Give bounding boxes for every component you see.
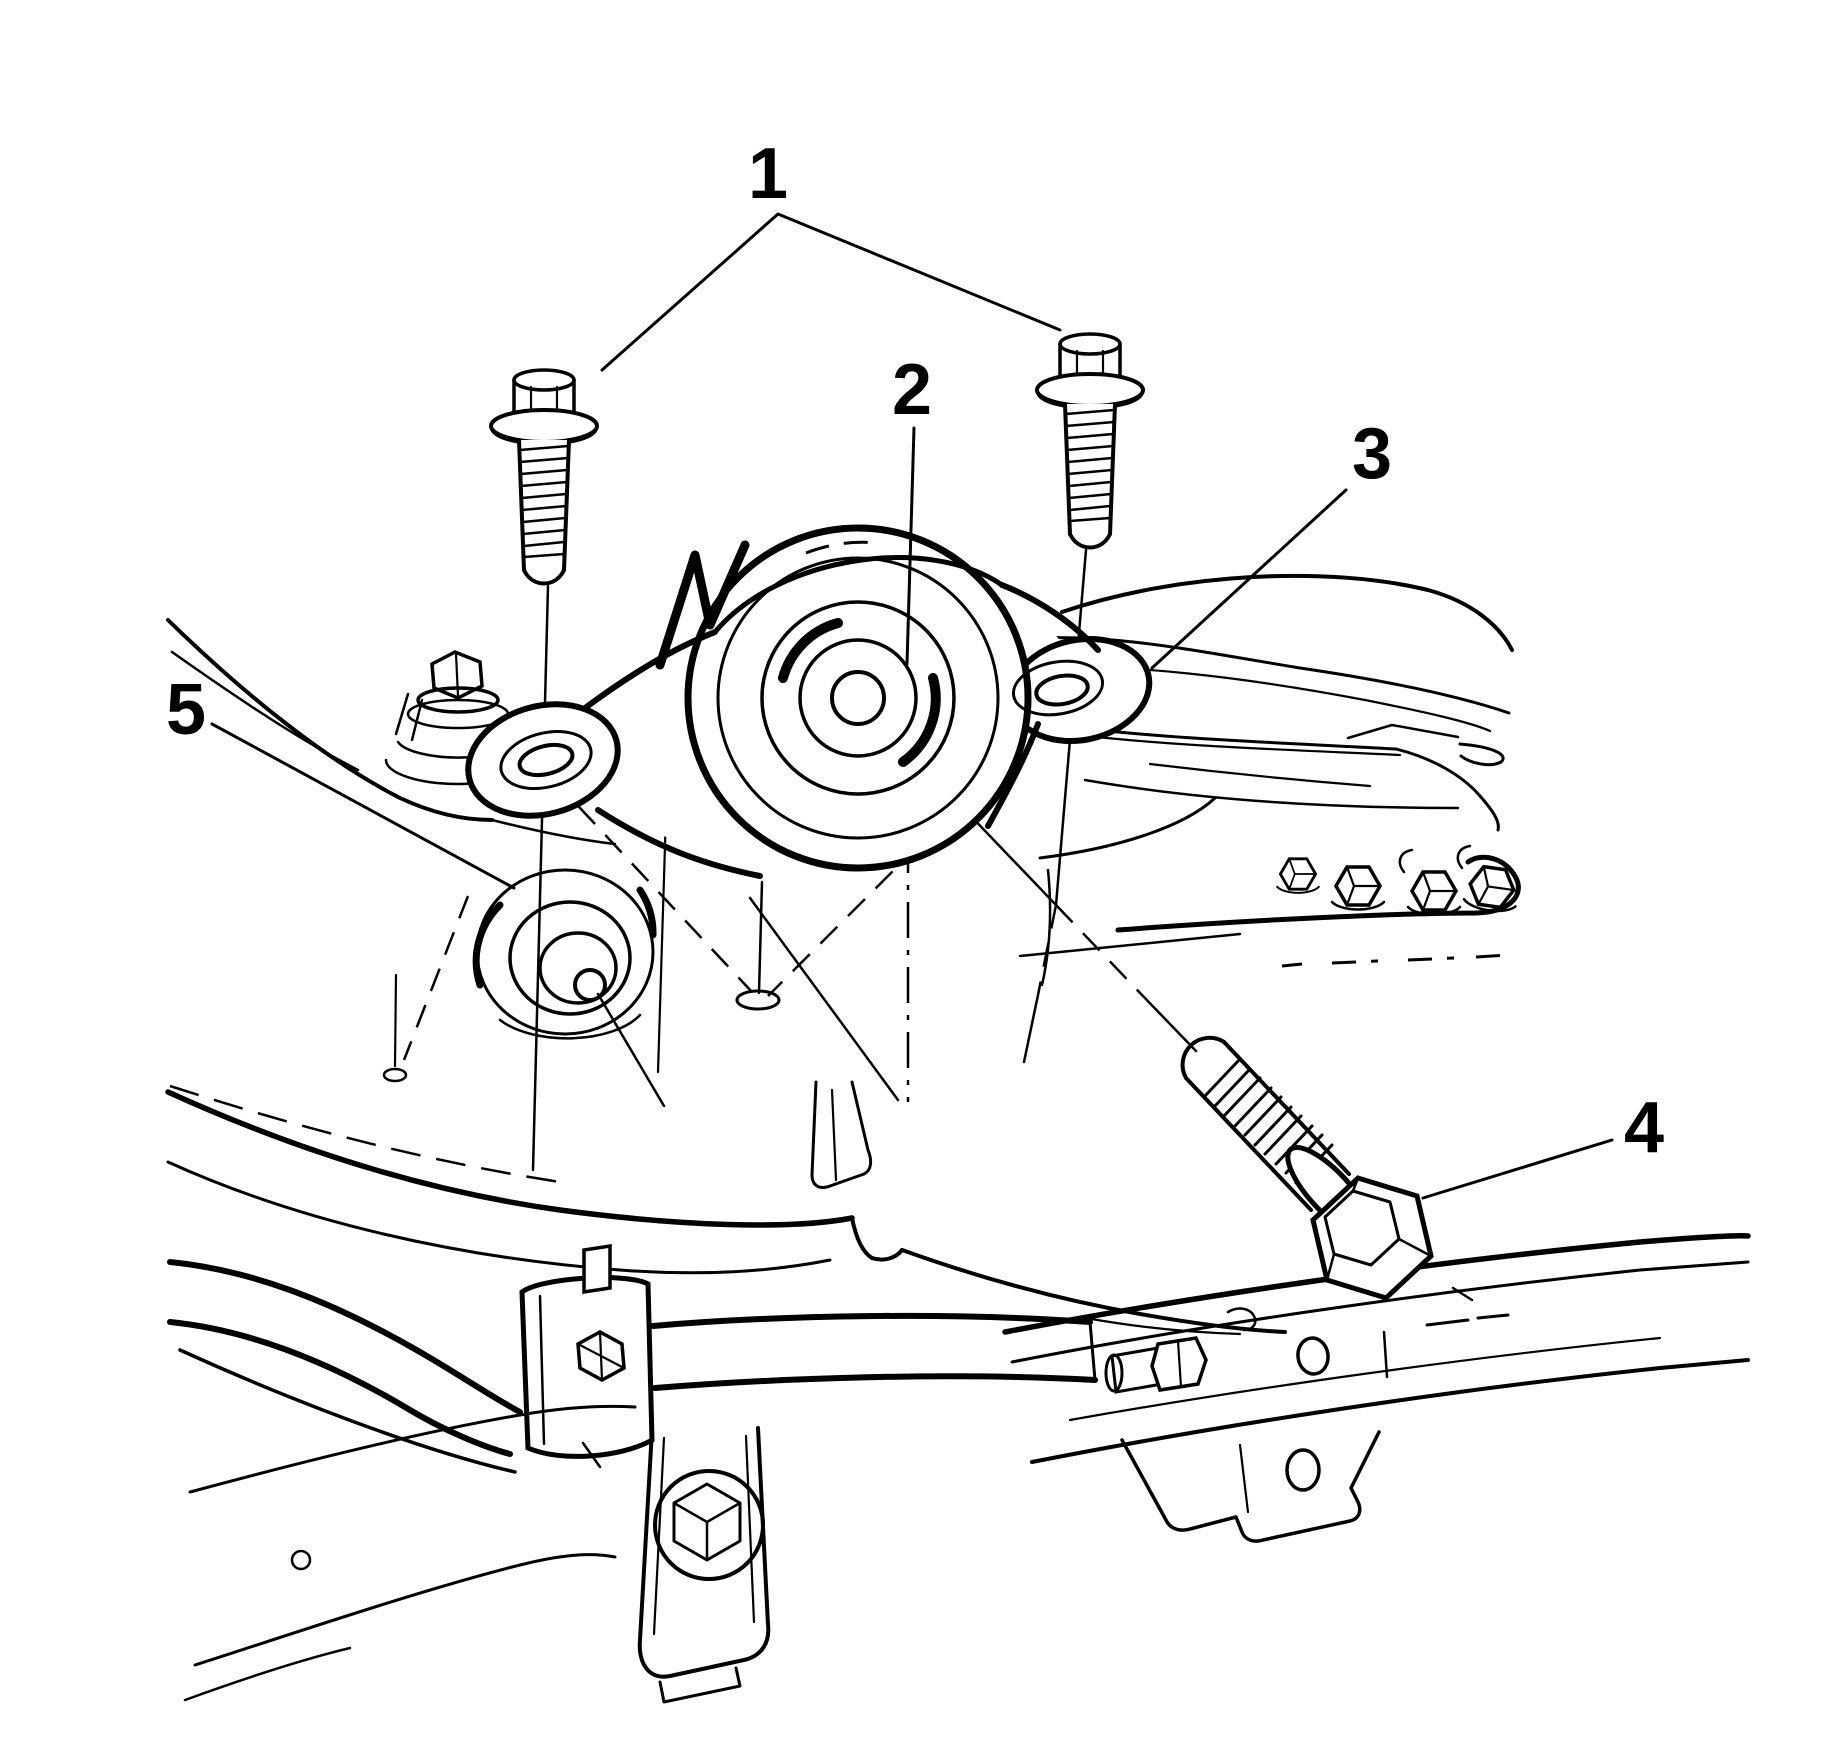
- mount-right-ear-hole: [1034, 673, 1090, 707]
- through-bolt: [1180, 1035, 1434, 1301]
- mount-left-ear: [465, 701, 621, 819]
- stabilizer-bar: [167, 1243, 1098, 1704]
- callouts: 1 2 3 4 5: [166, 134, 1664, 1200]
- hidden-edge-dashes: [1281, 953, 1509, 968]
- rail-side-bolt: [1104, 1336, 1208, 1394]
- callout-3: 3: [1150, 414, 1392, 670]
- subframe: [165, 618, 1287, 1336]
- callout-4-leader: [1421, 1138, 1614, 1200]
- bolt1a-axis: [531, 584, 550, 1172]
- mount-hatch: [655, 540, 750, 670]
- frame-rail: [1002, 1233, 1751, 1543]
- callout-3-label: 3: [1352, 414, 1392, 494]
- stabilizer-clamp: [519, 1243, 655, 1459]
- case-bottom-edge: [1115, 854, 1521, 933]
- mount-slot-left: [778, 618, 843, 683]
- subframe-front-edge: [165, 1089, 855, 1228]
- subframe-top-left-edge: [166, 618, 494, 822]
- callout-2: 2: [892, 350, 932, 666]
- stabilizer-bracket: [637, 1426, 771, 1704]
- subframe-bolt-holes: [382, 880, 781, 1083]
- mount-barrel: [684, 524, 1032, 872]
- transmission-mount: [465, 524, 1153, 879]
- clamp-stud: [582, 1243, 612, 1295]
- subframe-rear-tab: [810, 1080, 873, 1190]
- mount-left-ear-hole: [517, 742, 575, 778]
- callout-3-leader: [1150, 488, 1348, 670]
- callout-5: 5: [166, 670, 516, 890]
- callout-1-label: 1: [748, 134, 788, 214]
- mount-slot-right: [898, 673, 941, 767]
- lower-rail-hole: [290, 1549, 312, 1571]
- subframe-bushing: [472, 868, 657, 1040]
- case-curl: [1458, 742, 1505, 767]
- callout-4-label: 4: [1624, 1088, 1664, 1168]
- bolt-tip: [1180, 1035, 1226, 1080]
- callout-4: 4: [1421, 1088, 1664, 1200]
- callout-2-label: 2: [892, 350, 932, 430]
- callout-5-label: 5: [166, 670, 206, 750]
- mount-web-top-right: [999, 582, 1101, 653]
- mount-web-bottom-left: [595, 807, 763, 879]
- callout-2-leader: [905, 426, 916, 666]
- flange-bolt-right: [1035, 332, 1145, 550]
- rail-bracket-hole: [1285, 1448, 1321, 1492]
- flange-bolt-left: [489, 368, 599, 586]
- callout-1-leader: [600, 212, 1062, 372]
- rail-hole: [1296, 1336, 1330, 1376]
- rail-bracket: [1120, 1430, 1381, 1543]
- subframe-edge-under-trans: [1038, 796, 1217, 860]
- mount-web-bottom-right: [985, 721, 1041, 829]
- callout-1: 1: [600, 134, 1062, 372]
- callout-5-leader: [210, 722, 516, 890]
- transmission-case: [994, 573, 1523, 968]
- case-bolt-heads: [1275, 844, 1523, 917]
- mount-arch: [712, 555, 1005, 635]
